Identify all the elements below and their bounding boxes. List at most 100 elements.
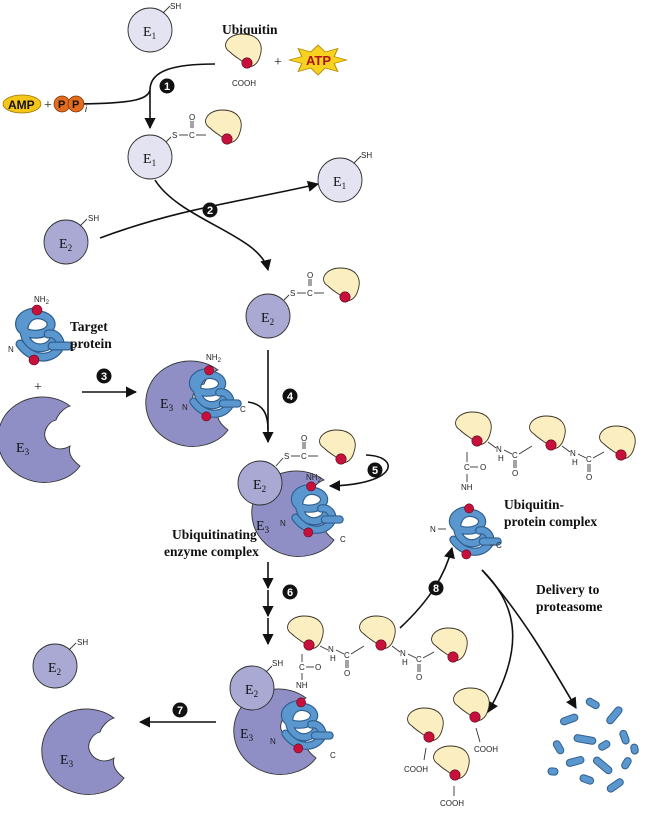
svg-text:E2: E2 — [253, 478, 266, 494]
svg-text:P: P — [72, 99, 79, 111]
plus-sign: + — [44, 98, 52, 113]
ubiquitinating-complex-label: enzyme complex — [164, 544, 259, 559]
svg-text:N: N — [400, 649, 406, 658]
svg-text:N: N — [570, 449, 576, 458]
e1-label: E1 — [143, 152, 156, 168]
svg-text:N: N — [270, 737, 276, 746]
svg-text:NH: NH — [296, 681, 308, 690]
e3-label: E3 — [16, 441, 30, 457]
ubiquitinating-enzyme-complex: E2 E3 NH2 N C S C O — [237, 429, 356, 557]
svg-text:COOH: COOH — [404, 765, 428, 774]
step-6-number: 6 — [287, 587, 293, 599]
svg-text:C: C — [416, 655, 422, 664]
svg-text:S: S — [290, 289, 295, 298]
svg-text:SH: SH — [361, 151, 372, 160]
ubiquitin-icon — [599, 425, 636, 461]
svg-text:C: C — [496, 541, 502, 550]
e1-label: E1 — [143, 25, 156, 41]
ubiquitin-icon — [455, 411, 492, 447]
e2-enzyme-released: E2 SH — [32, 638, 88, 689]
step-7-number: 7 — [177, 705, 183, 717]
e1-ubiquitin-thioester: E1 S C O — [127, 109, 242, 180]
step-5-number: 5 — [372, 465, 378, 477]
svg-text:N: N — [430, 525, 436, 534]
svg-text:E3: E3 — [60, 753, 74, 769]
svg-text:C: C — [70, 343, 76, 352]
ubiquitinating-complex-label: Ubiquitinating — [172, 527, 257, 542]
svg-text:C: C — [512, 451, 518, 460]
cooh-group: COOH — [232, 79, 256, 88]
svg-text:O: O — [189, 113, 195, 122]
plus-sign: + — [34, 380, 42, 395]
step-2-badge — [202, 202, 218, 218]
ubiquitin-protein-complex: N C NH C O N H C O N H C O — [430, 411, 636, 559]
ubiquitin-label: Ubiquitin — [222, 22, 278, 37]
step-4-number: 4 — [287, 391, 294, 403]
step-3-number: 3 — [101, 371, 107, 383]
svg-text:O: O — [315, 663, 321, 672]
svg-text:O: O — [307, 271, 313, 280]
atp-label: ATP — [306, 53, 331, 68]
svg-text:COOH: COOH — [474, 745, 498, 754]
ubiquitin-icon — [287, 615, 324, 651]
step1-arrow — [144, 63, 216, 130]
svg-text:N: N — [280, 519, 286, 528]
svg-text:O: O — [301, 434, 307, 443]
step-6-badge — [282, 584, 298, 600]
svg-text:E3: E3 — [160, 397, 174, 413]
svg-text:N: N — [8, 345, 14, 354]
svg-text:O: O — [512, 469, 518, 478]
svg-text:SH: SH — [272, 659, 283, 668]
svg-text:N: N — [496, 445, 502, 454]
svg-text:AMP: AMP — [8, 98, 35, 112]
step-8-number: 8 — [433, 583, 439, 595]
amp-badge: AMP — [2, 94, 42, 114]
ubiquitin-icon — [359, 615, 396, 651]
e2-label: E2 — [261, 311, 274, 327]
amp-release-arrow — [68, 89, 151, 110]
e1-enzyme-released: E1 SH — [317, 151, 372, 203]
svg-text:C: C — [340, 535, 346, 544]
ubiquitin-protein-complex-label: Ubiquitin- — [504, 497, 564, 512]
svg-text:C: C — [240, 405, 246, 414]
svg-text:C: C — [586, 455, 592, 464]
step-1-number: 1 — [164, 81, 170, 93]
svg-text:i: i — [85, 104, 88, 114]
degraded-peptide-fragments — [547, 697, 639, 793]
svg-text:C: C — [330, 751, 336, 760]
svg-text:N: N — [328, 645, 334, 654]
e3-enzyme-free: E3 — [0, 396, 81, 483]
free-ubiquitin-1: COOH — [404, 707, 444, 774]
svg-text:NH: NH — [461, 483, 473, 492]
ubiquitin-icon — [205, 109, 242, 145]
target-protein: NH2 N C — [8, 295, 76, 365]
nh2-group: NH2 — [34, 295, 50, 306]
step-3-badge — [96, 368, 112, 384]
svg-text:C: C — [344, 651, 350, 660]
svg-text:H: H — [572, 458, 578, 467]
svg-text:C: C — [299, 663, 305, 672]
svg-text:S: S — [284, 452, 289, 461]
ubiquitin-icon — [431, 627, 468, 663]
svg-text:NH2: NH2 — [306, 473, 322, 484]
ubiquitin-icon — [225, 33, 262, 69]
svg-text:N: N — [182, 403, 188, 412]
pyrophosphate-icon: P P i — [53, 95, 88, 114]
ubiquitin-recycle-arrow — [481, 569, 514, 713]
svg-text:O: O — [344, 669, 350, 678]
ubiquitin-protein-complex-label: protein complex — [504, 514, 597, 529]
svg-text:H: H — [498, 454, 504, 463]
svg-text:NH2: NH2 — [206, 353, 222, 364]
step2-arrow-to-e2 — [154, 179, 272, 272]
proteasome-delivery-arrow — [481, 569, 577, 709]
target-protein-label: Target — [70, 319, 108, 334]
sh-group: SH — [170, 2, 181, 11]
e1-label: E1 — [333, 175, 346, 191]
polyubiquitinated-complex: E2 SH E3 N C NH C O N H C O N H C O — [229, 615, 468, 775]
svg-text:O: O — [416, 673, 422, 682]
svg-text:E3: E3 — [240, 727, 254, 743]
step5-arrow — [328, 454, 389, 492]
e2-enzyme-free: E2 SH — [43, 214, 99, 265]
free-ubiquitin-2: COOH — [453, 687, 498, 754]
